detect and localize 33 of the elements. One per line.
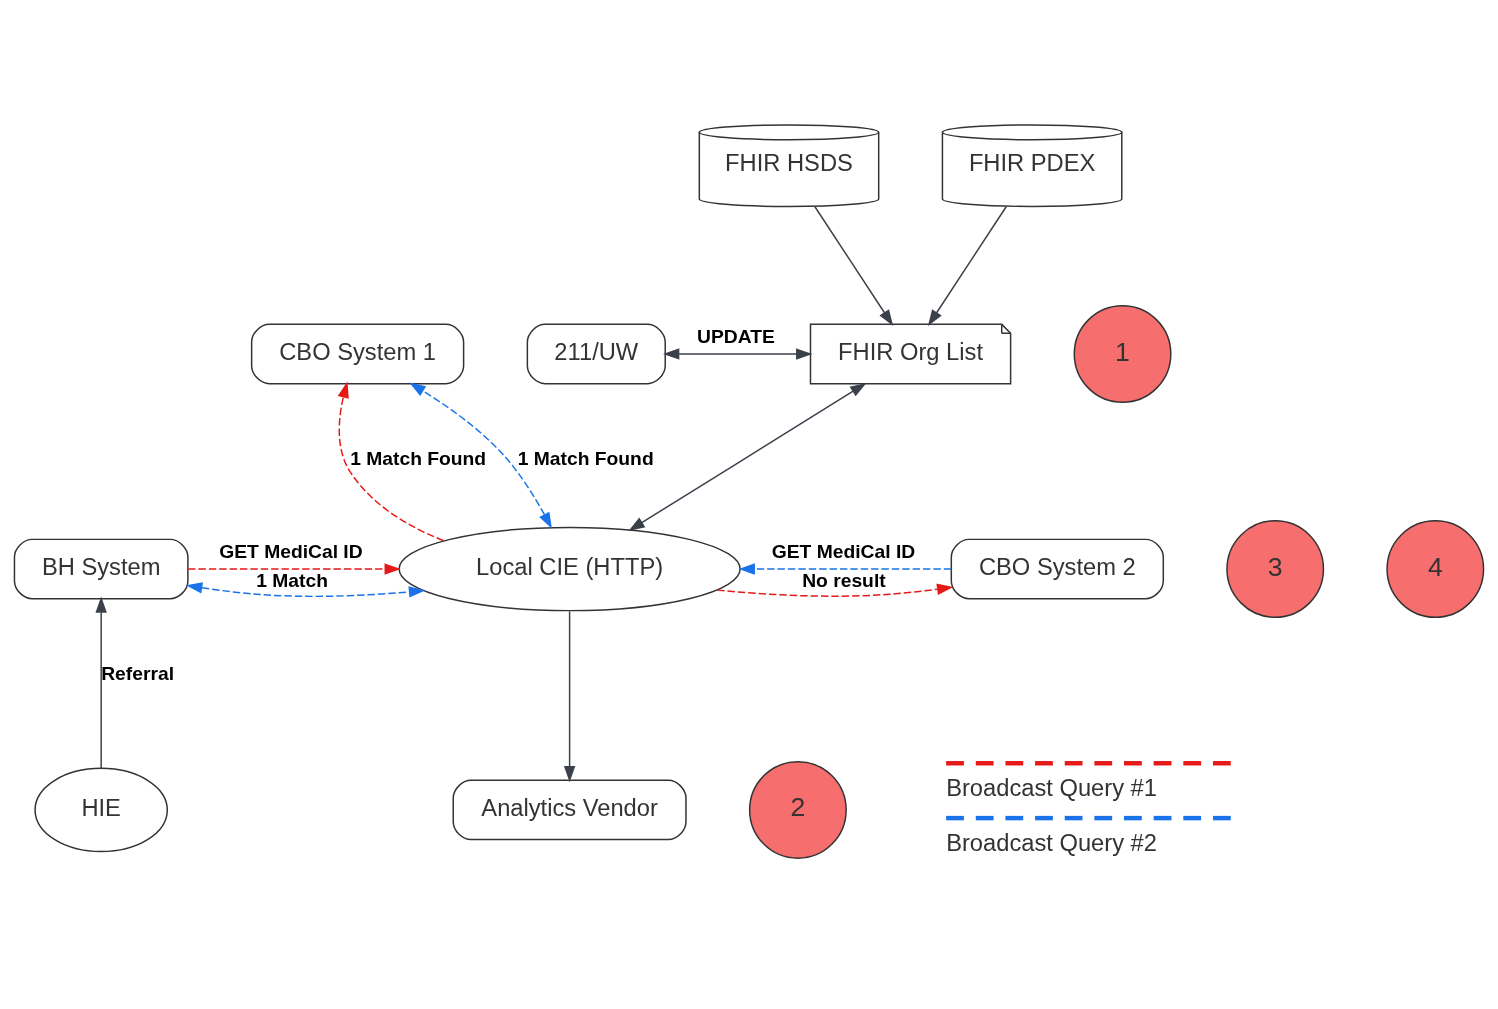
arrow bbox=[814, 205, 894, 327]
legend-label: Broadcast Query #2 bbox=[946, 830, 1157, 857]
arrow bbox=[927, 205, 1008, 327]
node-ellipse: HIE bbox=[34, 767, 169, 853]
arrow bbox=[337, 381, 445, 542]
edge-label: 1 Match Found bbox=[350, 448, 487, 470]
arrow bbox=[95, 596, 107, 769]
node-box: CBO System 2 bbox=[950, 538, 1165, 600]
node-box: BH System bbox=[13, 538, 189, 600]
arrow bbox=[563, 610, 576, 783]
legend-label: Broadcast Query #1 bbox=[946, 775, 1157, 802]
node-circle: 3 bbox=[1226, 520, 1325, 618]
arrow bbox=[186, 582, 426, 598]
arrow bbox=[628, 382, 867, 531]
arrow bbox=[716, 583, 954, 597]
edge-label: GET MediCal ID bbox=[771, 540, 916, 562]
arrow bbox=[187, 563, 401, 575]
edge-label: 1 Match Found bbox=[517, 448, 654, 470]
edge-label: Referral bbox=[101, 663, 175, 685]
node-box: CBO System 1 bbox=[250, 323, 465, 385]
node-circle: 2 bbox=[748, 760, 847, 859]
edge-label: GET MediCal ID bbox=[219, 540, 363, 562]
arrow bbox=[738, 563, 952, 575]
node-ellipse: Local CIE (HTTP) bbox=[398, 526, 741, 612]
node-circle: 1 bbox=[1073, 305, 1172, 403]
arrow bbox=[663, 348, 813, 360]
arrow bbox=[409, 382, 552, 529]
node-circle: 4 bbox=[1386, 520, 1485, 618]
node-box: Analytics Vendor bbox=[452, 779, 687, 841]
edge-label: No result bbox=[802, 570, 886, 592]
edge-label: 1 Match bbox=[256, 570, 328, 592]
edge-label: UPDATE bbox=[697, 325, 775, 347]
node-box: 211/UW bbox=[526, 323, 666, 385]
